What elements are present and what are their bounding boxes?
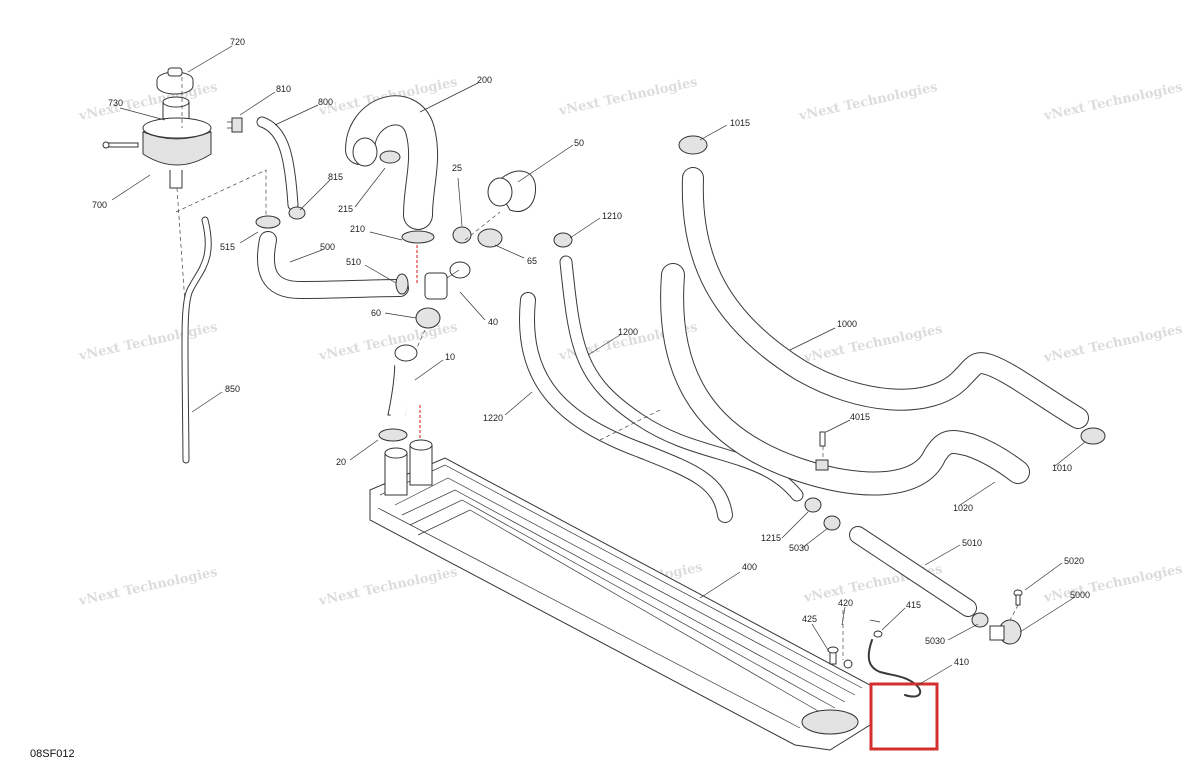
pipe-5010[interactable] <box>849 526 977 617</box>
clamp-65[interactable] <box>477 228 503 248</box>
clamp-1210[interactable] <box>553 232 573 248</box>
hose-800[interactable] <box>256 116 299 211</box>
callout-400: 400 <box>742 562 757 572</box>
screw-5020[interactable] <box>1013 589 1023 606</box>
screw-4015[interactable] <box>815 431 829 471</box>
fitting-5000[interactable] <box>989 619 1022 645</box>
callout-labels: 720 730 700 810 800 815 515 500 200 215 … <box>92 37 1090 667</box>
callout-1015: 1015 <box>730 118 750 128</box>
callout-1010: 1010 <box>1052 463 1072 473</box>
overflow-hose[interactable] <box>181 216 212 464</box>
callout-215: 215 <box>338 204 353 214</box>
watermark: vNext Technologies <box>1042 322 1184 366</box>
callout-700: 700 <box>92 200 107 210</box>
callout-5030-upper: 5030 <box>789 543 809 553</box>
watermark: vNext Technologies <box>557 75 699 119</box>
callout-1000: 1000 <box>837 319 857 329</box>
watermark: vNext Technologies <box>802 322 944 366</box>
callout-720: 720 <box>230 37 245 47</box>
tee-fitting-40[interactable] <box>424 261 471 300</box>
callout-1220: 1220 <box>483 413 503 423</box>
watermark: vNext Technologies <box>1042 80 1184 124</box>
clamp-1215[interactable] <box>804 497 822 513</box>
callout-5020: 5020 <box>1064 556 1084 566</box>
clamp-510[interactable] <box>395 273 409 295</box>
watermark: vNext Technologies <box>317 565 459 609</box>
leader-lines <box>111 45 1086 686</box>
callout-50: 50 <box>574 138 584 148</box>
clamp-1015[interactable] <box>678 135 708 155</box>
diagram-code: 08SF012 <box>30 748 75 760</box>
elbow-10[interactable] <box>387 344 418 420</box>
callout-510: 510 <box>346 257 361 267</box>
callout-10: 10 <box>445 352 455 362</box>
callout-25: 25 <box>452 163 462 173</box>
clamp-20[interactable] <box>378 428 408 442</box>
hose-1000[interactable] <box>681 167 1089 429</box>
callout-730: 730 <box>108 98 123 108</box>
callout-500: 500 <box>320 242 335 252</box>
callout-800: 800 <box>318 97 333 107</box>
clamp-815[interactable] <box>288 206 306 220</box>
watermark: vNext Technologies <box>77 80 219 124</box>
callout-65: 65 <box>527 256 537 266</box>
clamp-5030-upper[interactable] <box>823 515 841 531</box>
callout-1020: 1020 <box>953 503 973 513</box>
elbow-50[interactable] <box>487 170 536 212</box>
callout-515: 515 <box>220 242 235 252</box>
callout-5010: 5010 <box>962 538 982 548</box>
callout-420: 420 <box>838 598 853 608</box>
watermark: vNext Technologies <box>1042 562 1184 606</box>
heat-exchanger-400[interactable] <box>369 439 871 751</box>
watermark: vNext Technologies <box>797 80 939 124</box>
clamp-810[interactable] <box>227 117 243 133</box>
callout-5000: 5000 <box>1070 590 1090 600</box>
callout-415: 415 <box>906 600 921 610</box>
highlight-box <box>869 682 939 751</box>
callout-4015: 4015 <box>850 412 870 422</box>
clamp-515[interactable] <box>255 215 281 229</box>
callout-210: 210 <box>350 224 365 234</box>
callout-425: 425 <box>802 614 817 624</box>
callout-1215: 1215 <box>761 533 781 543</box>
callout-20: 20 <box>336 457 346 467</box>
callout-815: 815 <box>328 172 343 182</box>
callout-1200: 1200 <box>618 327 638 337</box>
watermark: vNext Technologies <box>77 320 219 364</box>
callout-60: 60 <box>371 308 381 318</box>
clamp-215[interactable] <box>379 150 401 164</box>
watermarks: vNext Technologies vNext Technologies vN… <box>77 75 1184 609</box>
hose-1220[interactable] <box>519 292 733 523</box>
hose-200[interactable] <box>345 95 439 230</box>
callout-810: 810 <box>276 84 291 94</box>
callout-850: 850 <box>225 384 240 394</box>
clamp-1010[interactable] <box>1080 427 1106 445</box>
hose-1020[interactable] <box>660 263 1030 496</box>
callout-5030-lower: 5030 <box>925 636 945 646</box>
clamp-25[interactable] <box>452 226 472 244</box>
clamp-210[interactable] <box>401 230 435 244</box>
callout-1210: 1210 <box>602 211 622 221</box>
sensor-parts[interactable] <box>827 619 922 698</box>
clamp-60[interactable] <box>415 307 441 329</box>
clamp-5030-lower[interactable] <box>971 612 989 628</box>
callout-40: 40 <box>488 317 498 327</box>
watermark: vNext Technologies <box>77 565 219 609</box>
hose-500[interactable] <box>256 231 409 299</box>
callout-410: 410 <box>954 657 969 667</box>
callout-200: 200 <box>477 75 492 85</box>
